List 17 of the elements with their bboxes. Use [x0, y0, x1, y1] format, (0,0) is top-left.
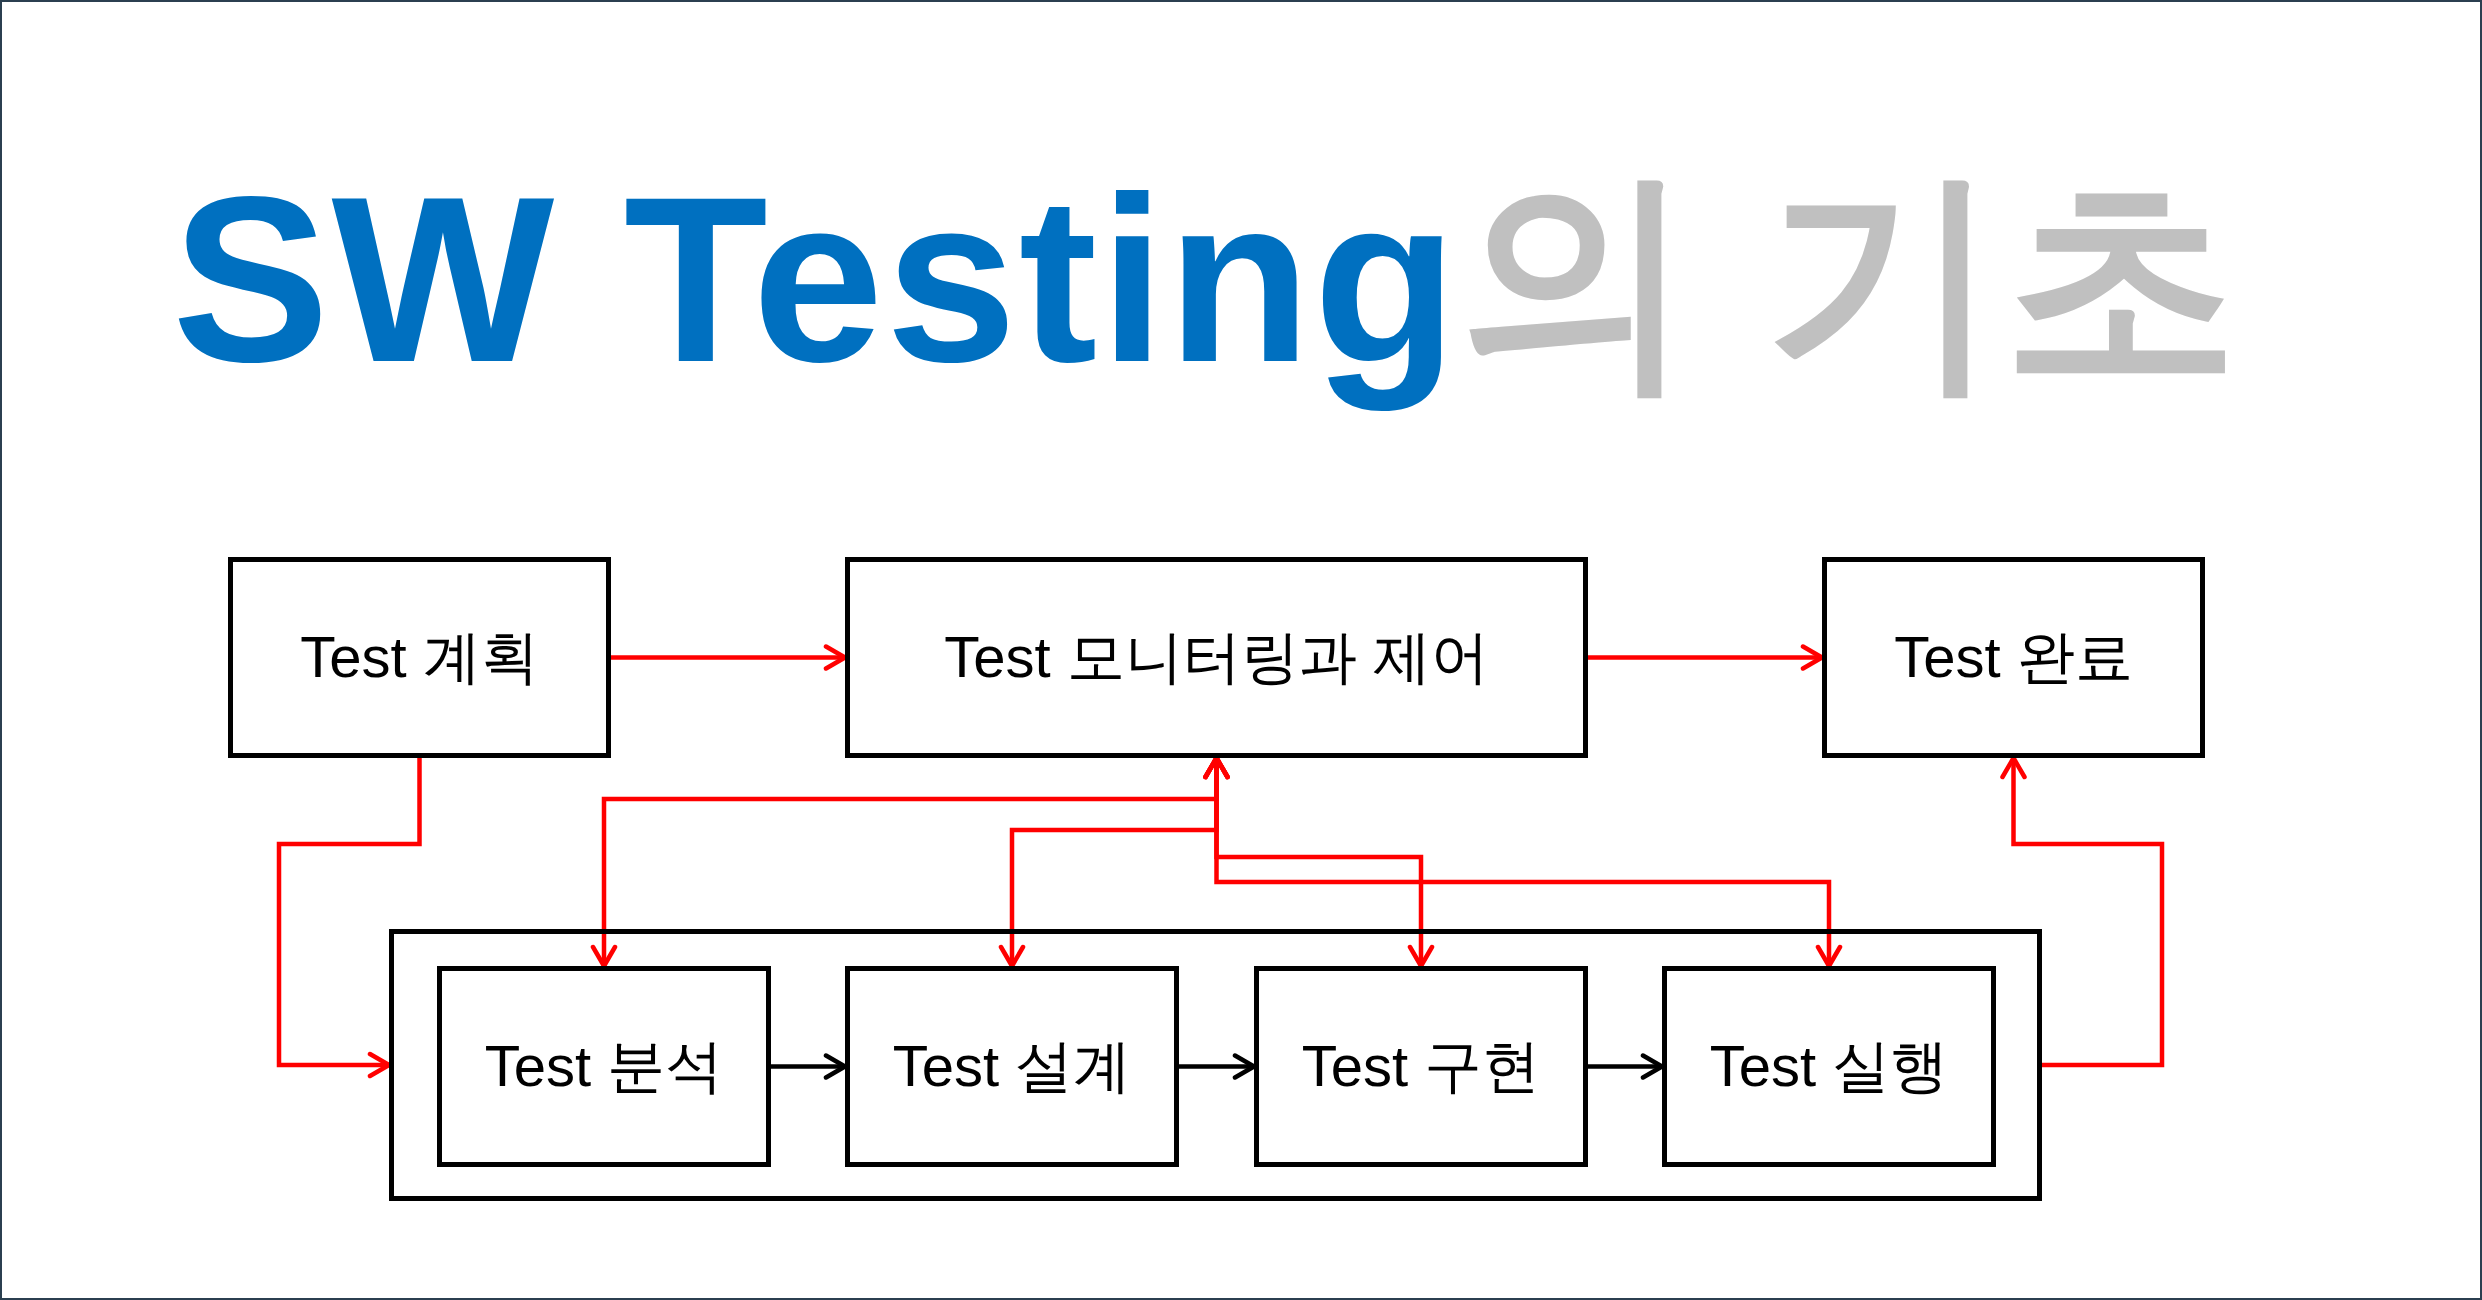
arrow: [2000, 755, 2165, 1068]
process-box: Test 실행: [1662, 966, 1996, 1167]
process-box: Test 설계: [845, 966, 1179, 1167]
process-box: Test 분석: [437, 966, 771, 1167]
arrow: [1588, 1053, 1665, 1080]
double-arrow: [1203, 755, 1843, 969]
process-box: Test 계획: [228, 557, 611, 758]
group-box: [389, 929, 2042, 1201]
arrow: [1179, 1053, 1257, 1080]
arrow: [611, 644, 848, 671]
arrow: [1588, 644, 1825, 671]
process-box: Test 모니터링과 제어: [845, 557, 1588, 758]
arrow: [276, 758, 422, 1079]
arrow: [771, 1053, 848, 1080]
title: SW Testing의 기초: [172, 146, 2241, 413]
process-box: Test 구현: [1254, 966, 1588, 1167]
process-box: Test 완료: [1822, 557, 2205, 758]
